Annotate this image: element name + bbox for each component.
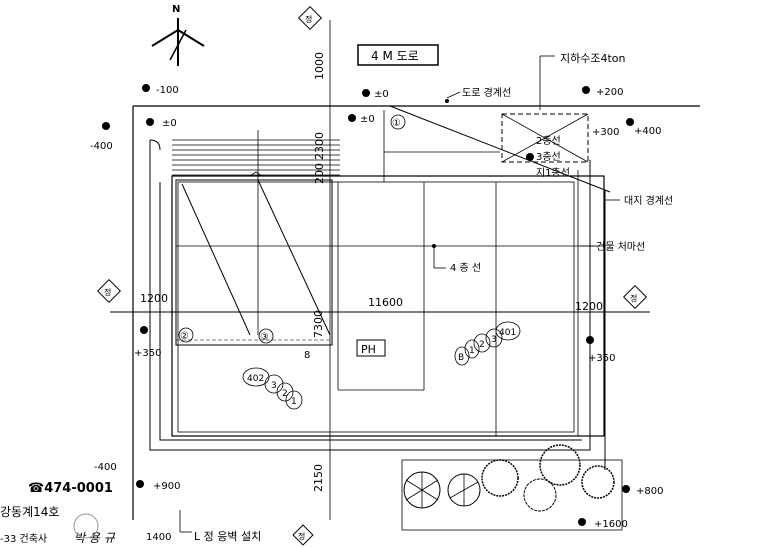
floor-line-2: 2층선 (536, 135, 561, 147)
road-label-box (357, 44, 439, 66)
axis-label-bottom: 정 (298, 531, 305, 541)
unit-tags-left: 402 3 2 1 (242, 367, 303, 410)
retaining-wall-note: L 정 응벽 설치 (194, 530, 261, 543)
site-boundary-label: 대지 경계선 (624, 194, 673, 207)
road-label: 4 M 도로 (371, 49, 419, 63)
level-marker-icon (102, 122, 110, 130)
unit-tag-right-0: 401 (499, 328, 516, 338)
level-marker-icon (142, 84, 150, 92)
level-marker-icon (586, 336, 594, 344)
level-p200: +200 (596, 87, 623, 98)
level-p350-right: +350 (588, 353, 615, 364)
level-p0-c: ±0 (360, 114, 375, 125)
dim-1200-right: 1200 (575, 300, 603, 313)
level-marker-icon (582, 86, 590, 94)
dim-11600: 11600 (368, 296, 403, 309)
axis-marker-left: 정 (96, 278, 122, 304)
level-m400-b: -400 (94, 462, 117, 473)
dim-8: 8 (304, 350, 310, 361)
unit-tag-left-3: 1 (291, 397, 297, 407)
water-tank-box (501, 113, 589, 163)
axis-marker-top: 정 (297, 5, 323, 31)
axis-marker-bottom: 정 (292, 524, 314, 546)
stair-label-2: ② (180, 331, 189, 342)
dim-2300: 2300 (313, 132, 326, 160)
seal-stamp-icon (73, 513, 99, 539)
level-p0-b: ±0 (162, 118, 177, 129)
level-p1600: +1600 (594, 519, 628, 530)
water-tank-label: 지하수조4ton (560, 51, 626, 65)
landscape-area (401, 459, 623, 531)
address-text: 강동계14호 (0, 505, 59, 519)
ph-label: PH (361, 343, 376, 356)
axis-label-top: 정 (305, 14, 312, 24)
level-marker-icon (348, 114, 356, 122)
axis-label-left: 정 (104, 287, 111, 297)
floor-line-3: 3층선 (536, 151, 561, 163)
level-p900: +900 (153, 481, 180, 492)
unit-tag-right-4: B (458, 353, 464, 363)
unit-tag-left-1: 3 (271, 381, 277, 391)
level-m400-a: -400 (90, 141, 113, 152)
dim-200: 200 (313, 163, 326, 184)
level-marker-icon (362, 89, 370, 97)
floor-line-1: 지1층선 (536, 167, 570, 179)
stair-zone (175, 179, 333, 346)
dim-1200-left: 1200 (140, 292, 168, 305)
architect-signature: 박 용 규 (74, 531, 116, 545)
level-marker-icon (140, 326, 148, 334)
dim-7300: 7300 (312, 310, 325, 338)
level-p300: +300 (592, 127, 619, 138)
dim-2150: 2150 (312, 464, 325, 492)
building-outline (171, 175, 605, 437)
level-p0-a: ±0 (374, 89, 389, 100)
floor-line-4: 4 층 선 (450, 262, 481, 274)
unit-tag-right-2: 2 (479, 340, 485, 350)
level-p400: +400 (634, 126, 661, 137)
stair-label-1: ① (392, 118, 401, 129)
tree-symbol-icon (403, 444, 615, 512)
level-p1400: 1400 (146, 532, 171, 543)
level-marker-icon (578, 518, 586, 526)
level-p800: +800 (636, 486, 663, 497)
level-marker-icon (622, 485, 630, 493)
unit-tag-right-1: 3 (491, 335, 497, 345)
axis-marker-right: 정 (622, 284, 648, 310)
road-boundary-label: 도로 경계선 (462, 86, 511, 99)
level-marker-icon (146, 118, 154, 126)
unit-tag-right-3: 1 (469, 346, 475, 356)
level-marker-icon (136, 480, 144, 488)
stair-label-3: ③ (260, 332, 269, 343)
unit-tags-right: 401 3 2 1 B (454, 321, 521, 366)
ph-box (356, 339, 386, 357)
stair-treads (172, 139, 340, 176)
level-marker-icon (626, 118, 634, 126)
north-arrow-icon: N (151, 4, 205, 66)
level-p350-left: +350 (134, 348, 161, 359)
phone-number: ☎474-0001 (28, 481, 113, 496)
dim-1000: 1000 (313, 52, 326, 80)
level-m100: -100 (156, 85, 179, 96)
unit-tag-left-0: 402 (247, 374, 264, 384)
architect-sub: -33 건축사 (0, 533, 47, 545)
axis-label-right: 정 (630, 293, 637, 303)
unit-tag-left-2: 2 (282, 389, 288, 399)
north-label: N (172, 4, 180, 15)
setback-label: 건물 처마선 (596, 241, 645, 253)
